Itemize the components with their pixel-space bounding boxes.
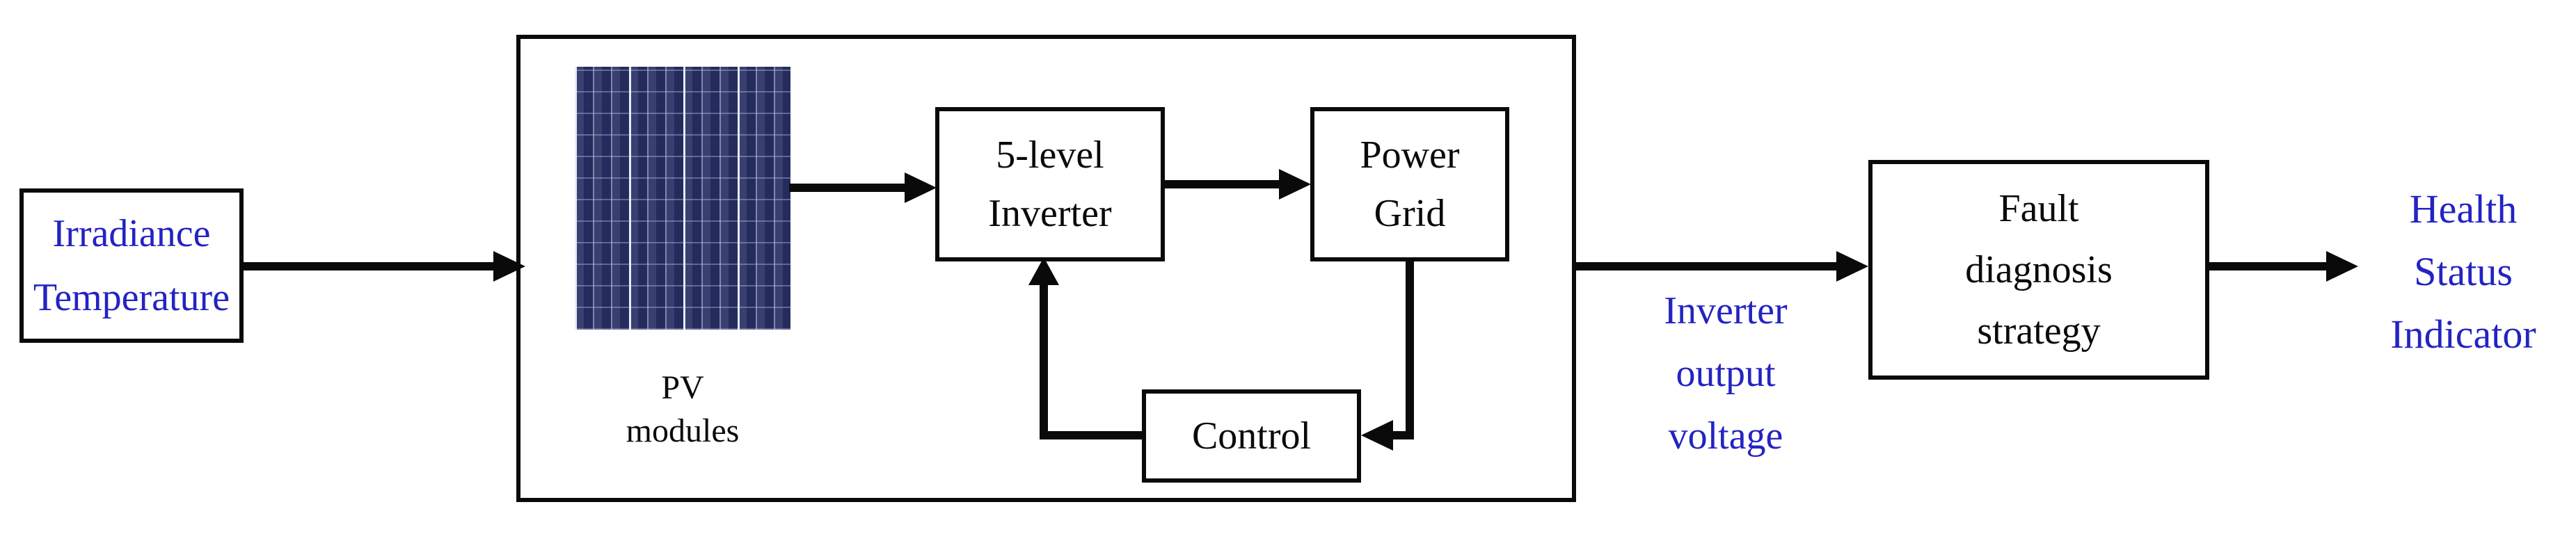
arrow-input-to-system-shaft bbox=[241, 262, 495, 270]
inverter-output-line3: voltage bbox=[1668, 414, 1783, 458]
arrow-system-to-fault-head bbox=[1836, 251, 1868, 282]
health-status-indicator-label: Health Status Indicator bbox=[2355, 178, 2571, 366]
health-line3: Indicator bbox=[2390, 312, 2536, 357]
pv-caption-line1: PV bbox=[661, 369, 704, 406]
power-grid-line2: Grid bbox=[1374, 192, 1446, 235]
arrow-pv-to-inverter-head bbox=[905, 172, 937, 203]
arrow-system-to-fault-shaft bbox=[1575, 262, 1839, 270]
power-grid-box: Power Grid bbox=[1310, 107, 1509, 261]
power-grid-line1: Power bbox=[1360, 134, 1460, 177]
pv-caption-line2: modules bbox=[626, 412, 740, 449]
line-control-to-inverter-vertical bbox=[1040, 282, 1048, 439]
pv-system-container-box bbox=[516, 35, 1576, 502]
irradiance-label: Irradiance bbox=[52, 212, 211, 255]
irradiance-temperature-box: Irradiance Temperature bbox=[19, 188, 244, 343]
line-grid-to-control-vertical bbox=[1406, 261, 1414, 439]
pv-module-image bbox=[575, 67, 790, 330]
fault-diagnosis-strategy-box: Fault diagnosis strategy bbox=[1868, 160, 2209, 380]
line-control-to-inverter-horizontal bbox=[1040, 431, 1144, 439]
arrow-fault-to-health-shaft bbox=[2208, 262, 2329, 270]
arrow-pv-to-inverter-shaft bbox=[789, 184, 909, 192]
fault-line3: strategy bbox=[1977, 309, 2101, 353]
arrow-fault-to-health-head bbox=[2326, 251, 2358, 282]
temperature-label: Temperature bbox=[33, 276, 230, 319]
inverter-line1: 5-level bbox=[996, 134, 1104, 177]
arrow-control-to-inverter-head bbox=[1028, 257, 1059, 285]
control-label: Control bbox=[1191, 414, 1312, 458]
fault-line2: diagnosis bbox=[1965, 248, 2113, 291]
arrow-inverter-to-grid-shaft bbox=[1163, 180, 1283, 188]
control-box: Control bbox=[1142, 389, 1361, 483]
health-line2: Status bbox=[2414, 249, 2513, 294]
line-grid-to-control-horizontal bbox=[1392, 431, 1414, 439]
five-level-inverter-box: 5-level Inverter bbox=[935, 107, 1165, 261]
health-line1: Health bbox=[2409, 186, 2518, 232]
arrow-grid-to-control-head bbox=[1361, 420, 1393, 451]
fault-line1: Fault bbox=[1998, 187, 2079, 230]
inverter-output-line2: output bbox=[1676, 352, 1776, 395]
inverter-output-line1: Inverter bbox=[1664, 289, 1788, 332]
pv-modules-caption: PV modules bbox=[543, 366, 822, 453]
inverter-line2: Inverter bbox=[988, 192, 1112, 235]
arrow-inverter-to-grid-head bbox=[1279, 169, 1311, 200]
inverter-output-voltage-label: Inverter output voltage bbox=[1593, 280, 1858, 467]
